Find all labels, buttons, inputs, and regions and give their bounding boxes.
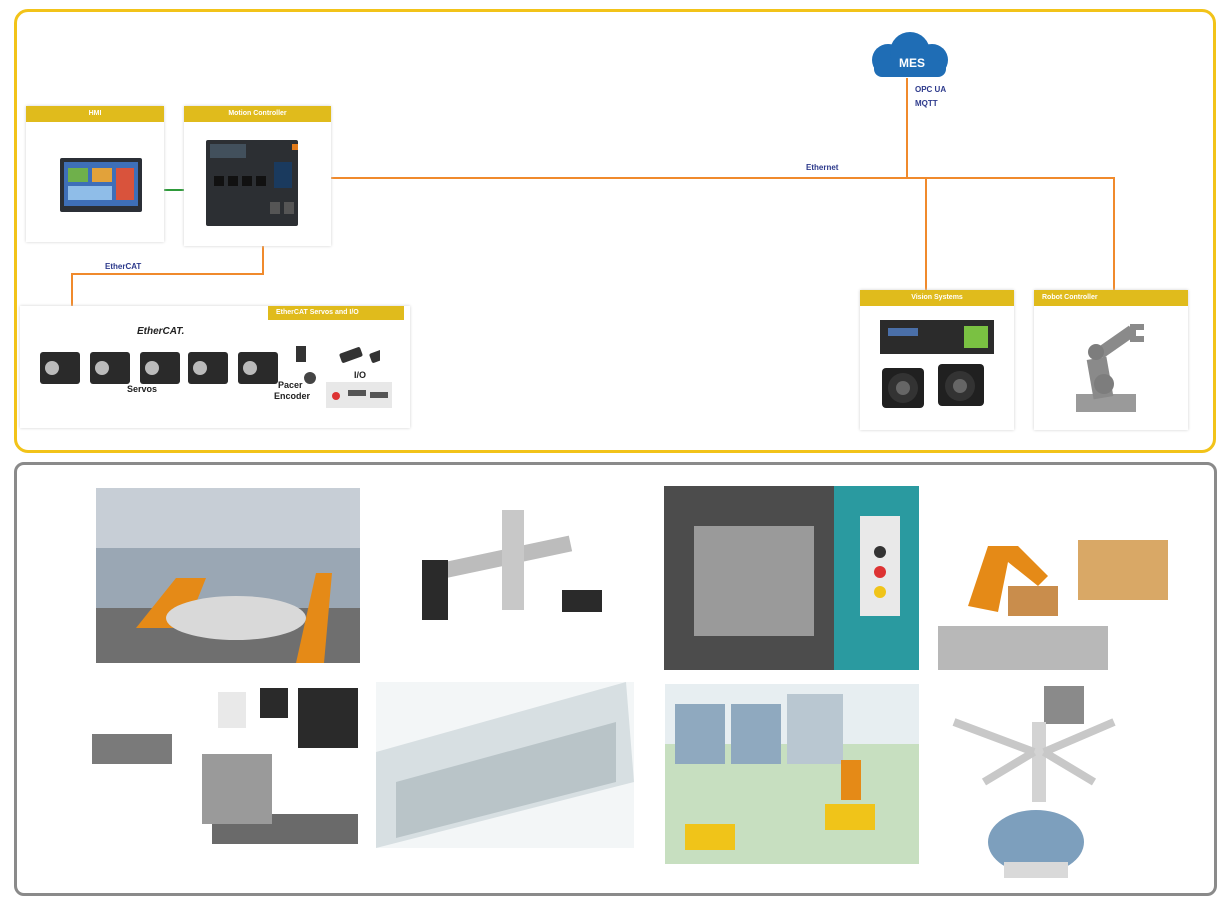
ethernet-wire xyxy=(298,177,1115,290)
vision-camera-icon xyxy=(880,320,994,408)
robot-controller-title: Robot Controller xyxy=(1034,290,1188,306)
agv-factory-line-photo xyxy=(665,684,919,864)
robot-arm-icon xyxy=(1076,324,1144,412)
gantry-linear-axis-photo xyxy=(402,500,612,650)
hmi-card: HMI xyxy=(26,106,164,242)
ethernet-label: Ethernet xyxy=(806,163,839,172)
motion-controller-card: Motion Controller xyxy=(184,106,331,246)
controller-device-icon xyxy=(206,140,298,226)
pacer-label: Pacer xyxy=(278,380,303,390)
application-photo-7 xyxy=(665,684,919,864)
application-photo-1 xyxy=(96,488,360,663)
ethercat-bus-title: EtherCAT Servos and I/O xyxy=(268,306,404,320)
application-photo-2 xyxy=(402,500,612,650)
servo-drives-icon xyxy=(40,346,380,384)
application-photo-4 xyxy=(938,516,1194,670)
surgical-robot-photo xyxy=(944,682,1128,880)
io-devices-icon xyxy=(304,372,392,408)
robot-controller-card: Robot Controller xyxy=(1034,290,1188,430)
ethercat-label: EtherCAT xyxy=(105,262,142,271)
hmi-title: HMI xyxy=(26,106,164,122)
io-label: I/O xyxy=(354,370,367,380)
automotive-robot-assembly-line-photo xyxy=(96,488,360,663)
servos-label: Servos xyxy=(127,384,158,394)
hmi-panel-icon xyxy=(60,158,142,212)
application-photo-8 xyxy=(944,682,1128,880)
protocol-mqtt: MQTT xyxy=(915,99,938,108)
ethercat-logo: EtherCAT. xyxy=(137,326,185,337)
packaging-machine-enclosure-photo xyxy=(376,682,634,848)
protocol-opc-ua: OPC UA xyxy=(915,85,947,94)
palletizing-robot-photo xyxy=(938,516,1194,670)
vision-systems-title: Vision Systems xyxy=(860,290,1014,306)
encoder-label: Encoder xyxy=(274,391,311,401)
application-photo-3 xyxy=(664,486,919,670)
cloud-icon: MES xyxy=(872,32,948,77)
application-photo-5 xyxy=(92,684,358,864)
printing-roller-machine-photo xyxy=(664,486,919,670)
conveyor-with-drives-photo xyxy=(92,684,358,864)
mes-label: MES xyxy=(899,56,925,70)
vision-systems-card: Vision Systems xyxy=(860,290,1014,430)
motion-controller-title: Motion Controller xyxy=(184,106,331,122)
application-photo-6 xyxy=(376,682,634,848)
